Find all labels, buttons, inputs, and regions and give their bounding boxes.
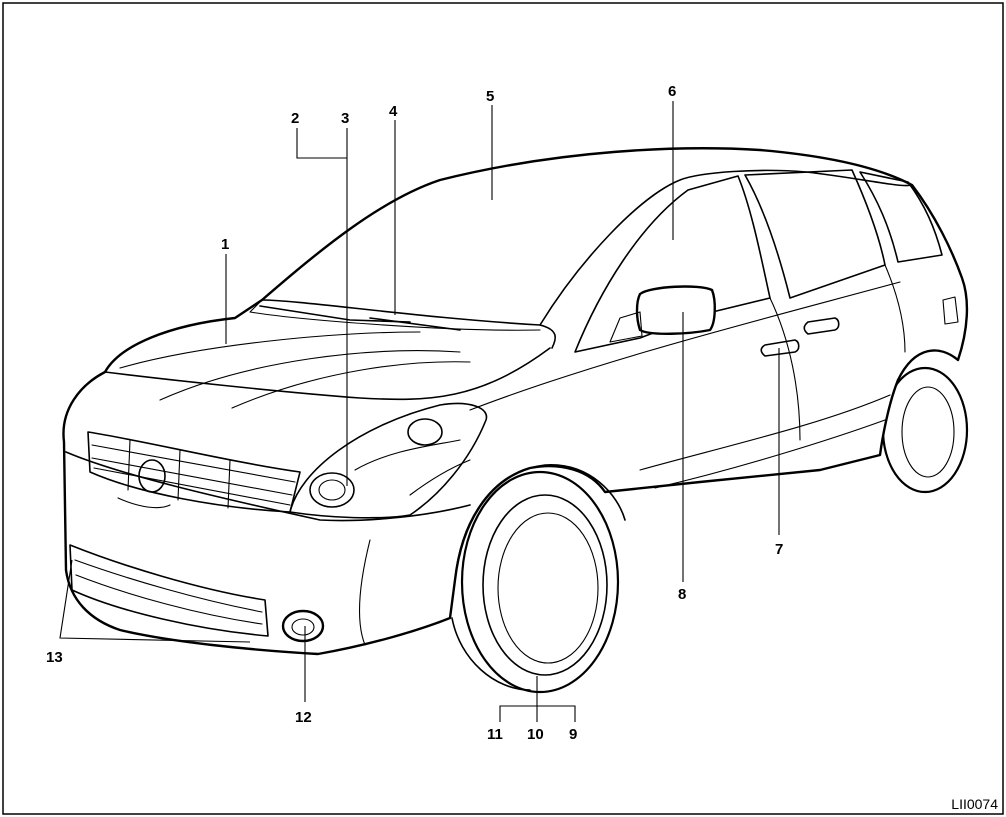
callout-11: 11	[487, 726, 503, 743]
rear-door-handle	[803, 317, 840, 335]
callout-5: 5	[486, 88, 494, 105]
callout-1: 1	[221, 236, 229, 253]
front-grille	[87, 431, 301, 513]
callout-9: 9	[569, 726, 577, 743]
callout-12: 12	[295, 709, 312, 726]
callout-13: 13	[46, 649, 63, 666]
front-tire	[460, 470, 620, 694]
front-door-handle	[760, 339, 800, 357]
front-bumper-lower-opening	[69, 544, 269, 637]
callout-2: 2	[291, 110, 299, 127]
callout-labels: 1 2 3 4 5 6 7 8 9 10 11 12 13	[46, 83, 783, 743]
body-outline	[62, 147, 969, 656]
callout-10: 10	[527, 726, 544, 743]
headlight-lamp-low	[309, 472, 355, 508]
front-door-window	[574, 175, 771, 353]
callout-3: 3	[341, 110, 349, 127]
minivan-illustration	[62, 147, 969, 694]
figure-code: LII0074	[951, 796, 998, 812]
callout-leaders	[59, 101, 780, 722]
callout-4: 4	[389, 103, 398, 120]
fog-light	[281, 609, 325, 643]
rear-quarter-window	[859, 171, 943, 263]
headlight-lamp-high	[407, 418, 443, 446]
callout-8: 8	[678, 586, 686, 603]
headlight-assembly	[289, 402, 488, 519]
callout-6: 6	[668, 83, 676, 100]
outside-mirror	[635, 285, 716, 335]
callout-7: 7	[775, 541, 783, 558]
rear-door-window	[744, 169, 886, 299]
